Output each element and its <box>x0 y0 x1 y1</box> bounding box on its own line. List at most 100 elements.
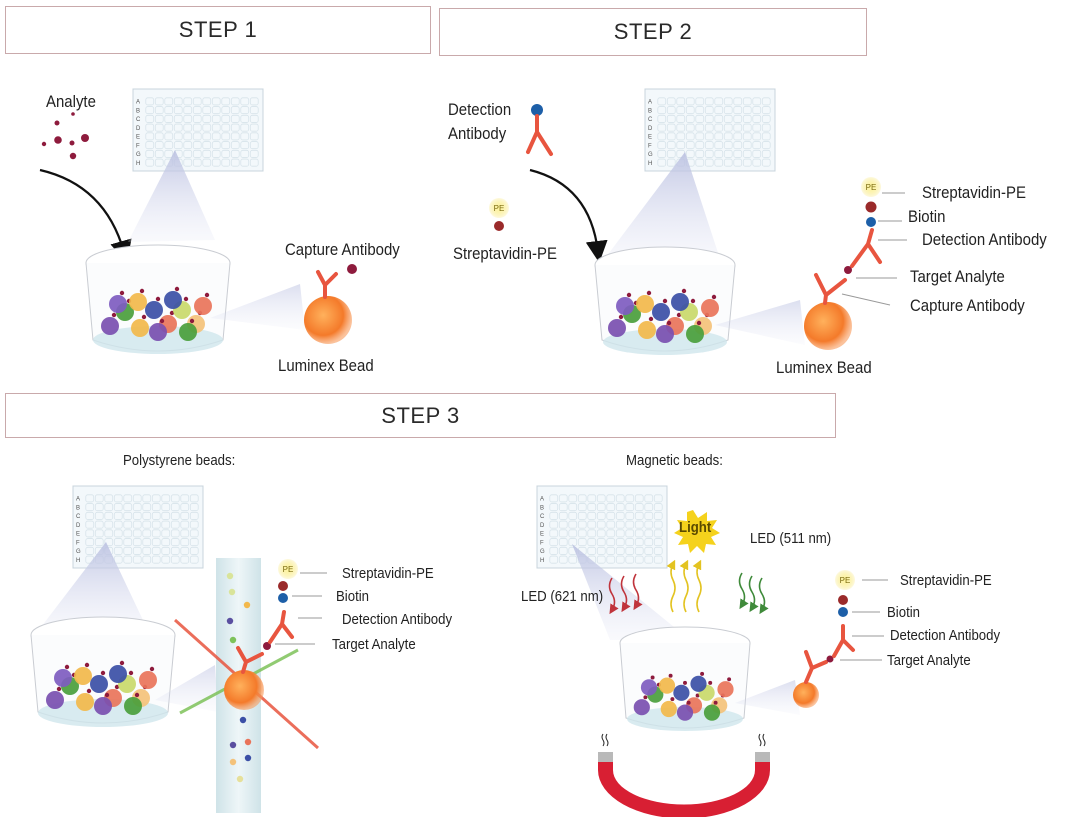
microsphere-bead <box>690 675 707 692</box>
microsphere-bead <box>74 667 92 685</box>
step2-detection-label-line1: Detection <box>448 100 512 119</box>
bound-analyte <box>727 677 732 682</box>
microsphere-bead <box>149 323 167 341</box>
step3-poly-sandwich: PE <box>224 559 327 710</box>
step3-mag-sandwich: PE <box>793 570 888 708</box>
step1-arrow <box>39 168 132 263</box>
step2-callout-streptavidin-pe: Streptavidin-PE <box>922 183 1026 202</box>
microsphere-bead <box>145 301 163 319</box>
step2-callout-capture-antibody: Capture Antibody <box>910 296 1025 315</box>
microsphere-bead <box>703 704 721 721</box>
mag-callout-detection-antibody: Detection Antibody <box>890 627 1001 644</box>
mag-callout-streptavidin-pe: Streptavidin-PE <box>900 572 992 589</box>
flowing-bead <box>226 572 234 580</box>
bound-analyte <box>174 286 180 292</box>
microsphere-bead <box>109 295 127 313</box>
step3-poly-well-plate <box>72 485 204 569</box>
step2-arrow <box>529 168 608 263</box>
microsphere-bead <box>656 325 674 343</box>
light-label: Light <box>679 519 712 536</box>
flowing-bead <box>229 636 237 644</box>
step2-streptavidin-pe-icon: PE <box>489 198 509 231</box>
bound-analyte <box>648 316 654 322</box>
step2-zoom-cone <box>600 152 722 265</box>
polystyrene-heading: Polystyrene beads: <box>123 452 236 469</box>
bound-analyte <box>139 288 145 294</box>
microsphere-bead <box>636 295 654 313</box>
flowing-bead <box>236 775 244 783</box>
flowing-bead <box>229 741 237 749</box>
bound-analyte <box>104 692 110 698</box>
bound-analyte <box>666 320 672 326</box>
bound-analyte <box>681 288 687 294</box>
bound-analyte <box>64 664 70 670</box>
step2-well-plate <box>644 88 776 172</box>
microsphere-bead <box>90 675 108 693</box>
step3-poly-bead-mix <box>46 660 157 715</box>
flowing-bead <box>239 716 247 724</box>
step2-streptavidin-label: Streptavidin-PE <box>453 244 557 263</box>
microsphere-bead <box>671 293 689 311</box>
microsphere-bead <box>101 317 119 335</box>
flowing-bead <box>243 601 251 609</box>
microsphere-bead <box>686 325 704 343</box>
svg-text:PE: PE <box>840 576 851 585</box>
bound-analyte <box>155 296 161 302</box>
bound-analyte <box>119 660 125 666</box>
analyte-label: Analyte <box>46 92 96 111</box>
led-red-light-rays <box>608 573 643 615</box>
poly-callout-target-analyte: Target Analyte <box>332 636 416 653</box>
magnet-icon <box>598 733 770 817</box>
bound-analyte <box>159 318 165 324</box>
bound-analyte <box>711 294 717 300</box>
flowing-bead <box>226 617 234 625</box>
microsphere-bead <box>131 319 149 337</box>
led-green-label: LED (511 nm) <box>750 530 832 547</box>
bound-analyte <box>683 680 687 685</box>
microsphere-bead <box>129 293 147 311</box>
microsphere-bead <box>616 297 634 315</box>
microsphere-bead <box>640 679 658 696</box>
bound-analyte <box>695 693 700 698</box>
microsphere-bead <box>76 693 94 711</box>
bound-analyte <box>643 695 648 700</box>
bound-analyte <box>204 292 210 298</box>
flowing-bead <box>228 588 236 596</box>
bound-analyte <box>183 296 189 302</box>
microsphere-bead <box>701 299 719 317</box>
step2-bead-label: Luminex Bead <box>776 358 872 377</box>
bound-analyte <box>650 675 655 680</box>
microsphere-bead <box>608 319 626 337</box>
bound-analyte <box>668 673 673 678</box>
svg-text:PE: PE <box>494 204 505 213</box>
bound-analyte <box>189 318 195 324</box>
flowing-bead <box>244 738 252 746</box>
step3-mag-bead-mix <box>633 671 734 721</box>
step2-sandwich-assembly: PE <box>804 177 907 350</box>
bound-analyte <box>169 310 175 316</box>
bound-analyte <box>662 298 668 304</box>
microsphere-bead <box>638 321 656 339</box>
step2-detection-antibody <box>526 104 553 156</box>
microsphere-bead <box>652 303 670 321</box>
microsphere-bead <box>124 697 142 715</box>
step2-callout-detection-antibody: Detection Antibody <box>922 230 1047 249</box>
bound-analyte <box>700 671 705 676</box>
bound-analyte <box>84 662 90 668</box>
bound-analyte <box>646 290 652 296</box>
bound-analyte <box>128 670 134 676</box>
bound-analyte <box>119 290 125 296</box>
flowing-bead <box>229 758 237 766</box>
mag-callout-target-analyte: Target Analyte <box>887 652 971 669</box>
led-red-label: LED (621 nm) <box>521 588 604 605</box>
bound-analyte <box>141 314 147 320</box>
svg-text:PE: PE <box>866 183 877 192</box>
bound-analyte <box>100 670 106 676</box>
microsphere-bead <box>673 684 690 701</box>
bound-analyte <box>670 697 675 702</box>
poly-callout-biotin: Biotin <box>336 588 370 605</box>
step2-bead-mix <box>608 288 719 343</box>
bound-analyte <box>626 292 632 298</box>
microsphere-bead <box>94 697 112 715</box>
microsphere-bead <box>164 291 182 309</box>
